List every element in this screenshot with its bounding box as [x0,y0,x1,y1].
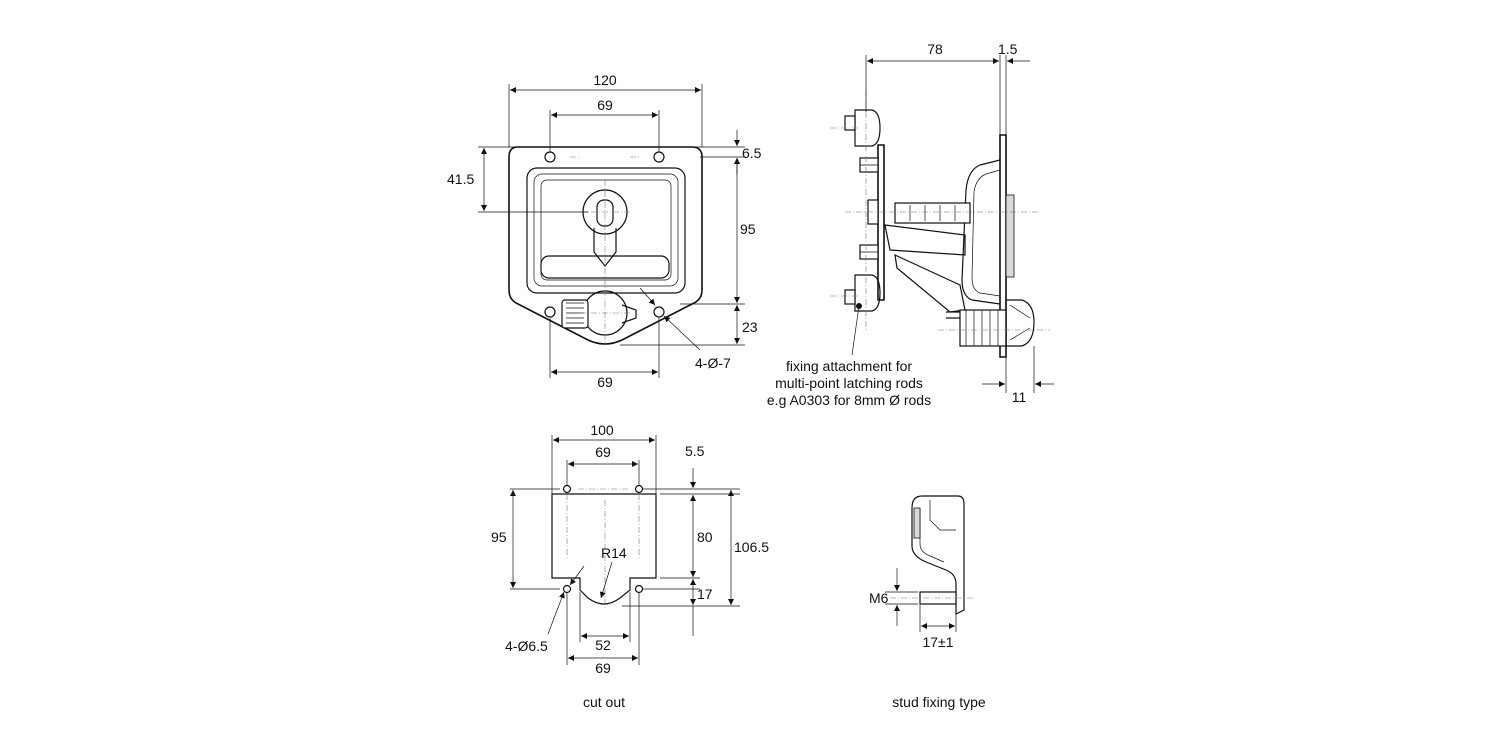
front-holes-label: 4-Ø-7 [695,355,731,371]
front-lock-cover-ribs [566,302,584,324]
side-shaft-marks [909,205,956,221]
side-lock-tab [946,311,960,319]
cutout-hole-top-left [562,484,572,494]
stud-extension-lines [885,591,957,632]
cutout-dim-hole-pitch-bottom: 69 [595,660,611,676]
cutout-hole-bottom-right [634,584,644,594]
side-dim-depth: 78 [927,41,943,57]
side-view: 78 1.5 11 fixing attachment for multi-po… [767,41,1054,408]
side-attachment-top-nut [844,115,856,131]
cutout-extension-lines [510,435,740,665]
cutout-dim-bottom: 17 [697,586,713,602]
front-extension-lines [478,84,745,378]
front-dim-height-left: 41.5 [447,171,474,187]
side-note-line-2: multi-point latching rods [775,375,923,391]
front-dim-bottom: 23 [742,319,758,335]
cutout-hole-top-right [634,484,644,494]
cutout-dim-hole-pitch-top: 69 [595,444,611,460]
front-lock-cover [561,299,589,329]
side-bolt-lines [860,164,878,253]
stud-housing-face [913,507,921,539]
front-hole-bottom-left [544,306,556,318]
cutout-view: 100 69 5.5 95 80 106.5 R14 17 4-Ø6.5 52 … [491,422,769,710]
front-plate-outline [508,146,703,345]
front-dim-top-offset: 6.5 [742,145,762,161]
side-center-lines [830,90,1050,331]
side-lock-cap-lines [1009,304,1031,341]
front-dim-hole-pitch-bottom: 69 [597,374,613,390]
front-hole-bottom-right [653,306,665,318]
cutout-dim-notch: 52 [595,637,611,653]
side-attachment-bottom [854,274,881,312]
cutout-dim-height-inner: 80 [697,529,713,545]
side-housing-inner [971,169,1001,297]
stud-housing-detail [929,500,956,531]
stud-caption: stud fixing type [892,694,986,710]
side-shaft [894,202,971,224]
cutout-center-lines [566,488,640,610]
cutout-outline [551,493,657,605]
cutout-hole-bottom-left [562,584,572,594]
side-dim-flange: 1.5 [998,41,1018,57]
side-attachment-top [854,109,881,147]
front-view: 120 69 41.5 6.5 95 23 69 4-Ø-7 [447,72,762,390]
front-dim-height-right: 95 [740,221,756,237]
side-dim-lock: 11 [1012,389,1027,405]
cutout-radius-label: R14 [601,545,627,561]
side-attachment-bottom-nut [844,289,856,305]
front-center-lines [570,156,640,345]
front-hole-top-right [653,151,665,163]
front-hole-leader-2 [639,287,656,306]
front-dish-inner [533,173,679,287]
stud-view: M6 17±1 stud fixing type [869,495,986,710]
cutout-holes-leader [547,591,565,635]
cutout-dim-top-offset: 5.5 [685,443,705,459]
side-lock-cap [1005,299,1035,347]
stud-thread-label: M6 [869,590,889,606]
side-lock-nut [959,309,1007,347]
front-dish-recess [540,179,672,281]
front-dim-hole-pitch-top: 69 [597,97,613,113]
cutout-dim-height-left: 95 [491,529,507,545]
side-lock-nut-threads [965,310,999,346]
cutout-radius-leader [599,561,613,599]
side-latch-plate [877,144,885,301]
side-extension-lines [865,55,1035,393]
side-handle-face [1005,194,1015,278]
front-hole-top-left [544,151,556,163]
side-cam [884,224,966,256]
cutout-holes-label: 4-Ø6.5 [505,638,548,654]
side-housing [961,159,1001,305]
front-handle [540,255,670,279]
cutout-dim-height-total: 106.5 [734,539,769,555]
front-dish-outer [526,167,686,294]
stud-length-label: 17±1 [922,634,953,650]
side-note-leader [851,305,860,356]
cutout-holes-leader-2 [569,565,585,586]
side-note-line-3: e.g A0303 for 8mm Ø rods [767,392,931,408]
cutout-dim-width: 100 [590,422,614,438]
cutout-caption: cut out [583,694,625,710]
front-hole-leader [663,315,701,351]
front-lock-tab [621,304,637,324]
front-dim-width: 120 [593,72,617,88]
stud-housing-inner [919,508,945,563]
side-bracket [894,253,966,313]
side-note-line-1: fixing attachment for [786,358,912,374]
